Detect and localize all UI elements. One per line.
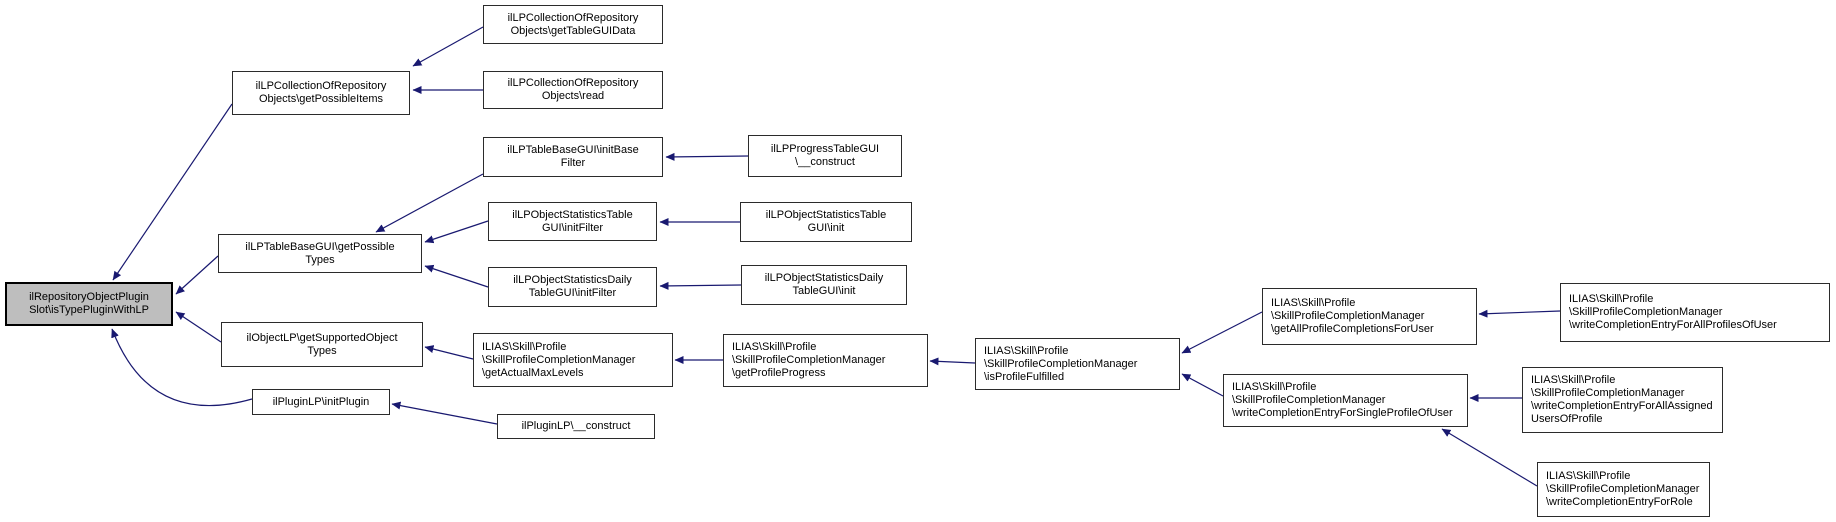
node-writeCompletionEntryForAllProfilesOfUser[interactable]: ILIAS\Skill\Profile \SkillProfileComplet…	[1560, 283, 1830, 342]
edge-statTableInitFilter-to-getPossibleTypes	[424, 220, 489, 244]
node-label: ilLPTableBaseGUI\getPossible Types	[245, 240, 395, 266]
node-label: ILIAS\Skill\Profile \SkillProfileComplet…	[1569, 293, 1777, 331]
edge-statDailyInit-to-statDailyInitFilter	[659, 281, 742, 290]
edge-getAllProfileCompletionsForUser-to-isProfileFulfilled	[1181, 311, 1263, 354]
node-label: ilObjectLP\getSupportedObject Types	[246, 331, 398, 357]
node-label: ilLPObjectStatisticsDaily TableGUI\initF…	[513, 274, 632, 299]
edge-getPossibleTypes-to-isTypePluginWithLP	[175, 255, 219, 295]
edge-progressTableConstruct-to-initBaseFilter	[665, 152, 749, 161]
node-label: ilPluginLP\__construct	[521, 420, 631, 432]
edge-initBaseFilter-to-getPossibleTypes	[375, 173, 484, 233]
node-getTableGUIData[interactable]: ilLPCollectionOfRepository Objects\getTa…	[483, 5, 663, 44]
node-label: ILIAS\Skill\Profile \SkillProfileComplet…	[1271, 297, 1434, 335]
node-statDailyInitFilter[interactable]: ilLPObjectStatisticsDaily TableGUI\initF…	[488, 267, 657, 307]
node-getProfileProgress[interactable]: ILIAS\Skill\Profile \SkillProfileComplet…	[723, 334, 928, 387]
node-getPossibleItems[interactable]: ilLPCollectionOfRepository Objects\getPo…	[232, 71, 410, 115]
edge-getActualMaxLevels-to-getSupportedObjectTypes	[424, 345, 474, 360]
node-getAllProfileCompletionsForUser[interactable]: ILIAS\Skill\Profile \SkillProfileComplet…	[1262, 288, 1477, 345]
node-isProfileFulfilled[interactable]: ILIAS\Skill\Profile \SkillProfileComplet…	[975, 338, 1180, 390]
node-progressTableConstruct[interactable]: ilLPProgressTableGUI \__construct	[748, 135, 902, 177]
node-label: ilLPTableBaseGUI\initBase Filter	[507, 144, 639, 169]
node-label: ilLPObjectStatisticsTable GUI\init	[765, 209, 887, 234]
node-statDailyInit[interactable]: ilLPObjectStatisticsDaily TableGUI\init	[741, 265, 907, 305]
node-label: ILIAS\Skill\Profile \SkillProfileComplet…	[984, 344, 1138, 383]
edge-group	[111, 26, 1561, 487]
node-label: ILIAS\Skill\Profile \SkillProfileComplet…	[482, 340, 636, 379]
node-getPossibleTypes[interactable]: ilLPTableBaseGUI\getPossible Types	[218, 234, 422, 273]
node-isTypePluginWithLP[interactable]: ilRepositoryObjectPlugin Slot\isTypePlug…	[5, 282, 173, 326]
node-statTableInit[interactable]: ilLPObjectStatisticsTable GUI\init	[740, 202, 912, 242]
node-initBaseFilter[interactable]: ilLPTableBaseGUI\initBase Filter	[483, 137, 663, 177]
node-label: ILIAS\Skill\Profile \SkillProfileComplet…	[1232, 381, 1453, 419]
node-getSupportedObjectTypes[interactable]: ilObjectLP\getSupportedObject Types	[221, 322, 423, 367]
node-label: ilRepositoryObjectPlugin Slot\isTypePlug…	[29, 291, 149, 316]
edge-getSupportedObjectTypes-to-isTypePluginWithLP	[175, 311, 222, 343]
node-initPlugin[interactable]: ilPluginLP\initPlugin	[252, 389, 390, 415]
node-read[interactable]: ilLPCollectionOfRepository Objects\read	[483, 71, 663, 109]
node-writeCompletionEntryForSingleProfileOfUser[interactable]: ILIAS\Skill\Profile \SkillProfileComplet…	[1223, 374, 1468, 427]
node-getActualMaxLevels[interactable]: ILIAS\Skill\Profile \SkillProfileComplet…	[473, 333, 673, 387]
edge-getPossibleItems-to-isTypePluginWithLP	[112, 103, 233, 281]
node-pluginConstruct[interactable]: ilPluginLP\__construct	[497, 414, 655, 439]
node-label: ilPluginLP\initPlugin	[272, 395, 370, 408]
node-label: ilLPCollectionOfRepository Objects\getTa…	[507, 11, 639, 37]
edge-initPlugin-to-isTypePluginWithLP	[111, 328, 253, 407]
edge-isProfileFulfilled-to-getProfileProgress	[929, 357, 976, 366]
node-label: ILIAS\Skill\Profile \SkillProfileComplet…	[1531, 374, 1713, 425]
edge-statDailyInitFilter-to-getPossibleTypes	[424, 264, 489, 288]
node-label: ilLPProgressTableGUI \__construct	[770, 143, 880, 168]
node-label: ilLPCollectionOfRepository Objects\read	[507, 77, 639, 102]
node-writeCompletionEntryForRole[interactable]: ILIAS\Skill\Profile \SkillProfileComplet…	[1537, 462, 1710, 517]
node-label: ILIAS\Skill\Profile \SkillProfileComplet…	[1546, 470, 1700, 508]
edge-pluginConstruct-to-initPlugin	[391, 401, 498, 425]
node-label: ILIAS\Skill\Profile \SkillProfileComplet…	[732, 341, 886, 379]
node-label: ilLPObjectStatisticsDaily TableGUI\init	[764, 272, 884, 297]
edge-getTableGUIData-to-getPossibleItems	[412, 26, 484, 67]
edge-writeCompletionEntryForRole-to-writeCompletionEntryForSingleProfileOfUser	[1441, 428, 1538, 487]
edge-writeCompletionEntryForAllProfilesOfUser-to-getAllProfileCompletionsForUser	[1478, 309, 1561, 318]
node-label: ilLPCollectionOfRepository Objects\getPo…	[255, 80, 387, 105]
node-label: ilLPObjectStatisticsTable GUI\initFilter	[512, 208, 633, 234]
node-statTableInitFilter[interactable]: ilLPObjectStatisticsTable GUI\initFilter	[488, 202, 657, 241]
edge-writeCompletionEntryForSingleProfileOfUser-to-isProfileFulfilled	[1181, 373, 1224, 397]
node-writeCompletionEntryForAllAssignedUsersOfProfile[interactable]: ILIAS\Skill\Profile \SkillProfileComplet…	[1522, 367, 1723, 433]
